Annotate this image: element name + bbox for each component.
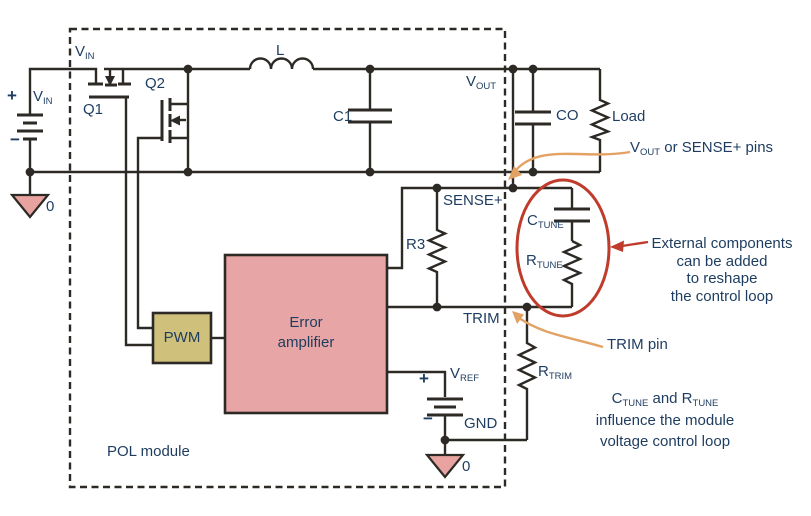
junction-dots	[25, 64, 538, 445]
vin-pin-label: VIN	[75, 43, 95, 62]
inductor-symbol	[248, 57, 315, 70]
co-capacitor-symbol	[515, 69, 551, 172]
ctune-label: CTUNE	[527, 212, 564, 231]
r3-resistor-symbol	[426, 188, 448, 307]
vref-battery-symbol	[387, 370, 527, 455]
vin-battery-symbol	[17, 113, 43, 195]
pol-module-label: POL module	[107, 443, 190, 460]
ctune-rtune-branch	[554, 188, 590, 307]
vout-sense-pins-annotation: VOUT or SENSE+ pins	[630, 139, 774, 158]
highlight-ellipse	[515, 178, 611, 318]
pol-module-boundary	[68, 27, 507, 489]
vref-label: VREF	[450, 365, 480, 384]
sense-line-wire	[387, 186, 572, 270]
q2-label: Q2	[145, 75, 166, 92]
inductor-label: L	[276, 42, 285, 59]
red-arrow	[610, 240, 649, 252]
load-label: Load	[612, 108, 646, 125]
vin-source-label: VIN	[33, 88, 53, 107]
vout-sense-callout-arrow	[508, 150, 631, 180]
gnd-pin-label: GND	[464, 415, 498, 432]
vref-plus-sign: +	[419, 369, 429, 388]
c1-capacitor-symbol	[348, 69, 392, 172]
co-label: CO	[556, 107, 579, 124]
error-amplifier-block	[223, 253, 389, 415]
sense-pin-label: SENSE+	[443, 192, 503, 209]
top-rail-wire	[28, 67, 600, 115]
vin-plus-sign: +	[7, 86, 17, 105]
rtrim-resistor-symbol	[516, 307, 538, 440]
c1-label: C1	[333, 108, 353, 125]
influence-annotation: CTUNE and RTUNE influence the module vol…	[595, 390, 735, 450]
trim-pin-callout-arrow	[512, 311, 604, 349]
load-resistor-symbol	[588, 69, 612, 172]
ground-symbol-left	[9, 193, 51, 219]
q1-mosfet-symbol	[88, 69, 153, 347]
external-components-annotation: External components can be added to resh…	[651, 235, 793, 305]
q2-mosfet-symbol	[136, 69, 190, 330]
ground-zero-right-label: 0	[462, 458, 471, 475]
ground-symbol-right	[424, 453, 466, 479]
rtune-label: RTUNE	[526, 252, 563, 271]
pwm-label: PWM	[163, 329, 201, 346]
rtrim-label: RTRIM	[538, 363, 573, 382]
vin-minus-sign: −	[10, 130, 20, 149]
trim-label: TRIM	[463, 310, 500, 327]
q1-label: Q1	[83, 101, 104, 118]
ground-zero-left-label: 0	[46, 198, 55, 215]
r3-label: R3	[406, 236, 426, 253]
vref-minus-sign: −	[423, 409, 433, 428]
pwm-block	[151, 311, 213, 365]
error-amplifier-label: Error amplifier	[277, 314, 335, 351]
vout-pin-label: VOUT	[466, 73, 497, 92]
trim-pin-annotation: TRIM pin	[607, 336, 668, 353]
